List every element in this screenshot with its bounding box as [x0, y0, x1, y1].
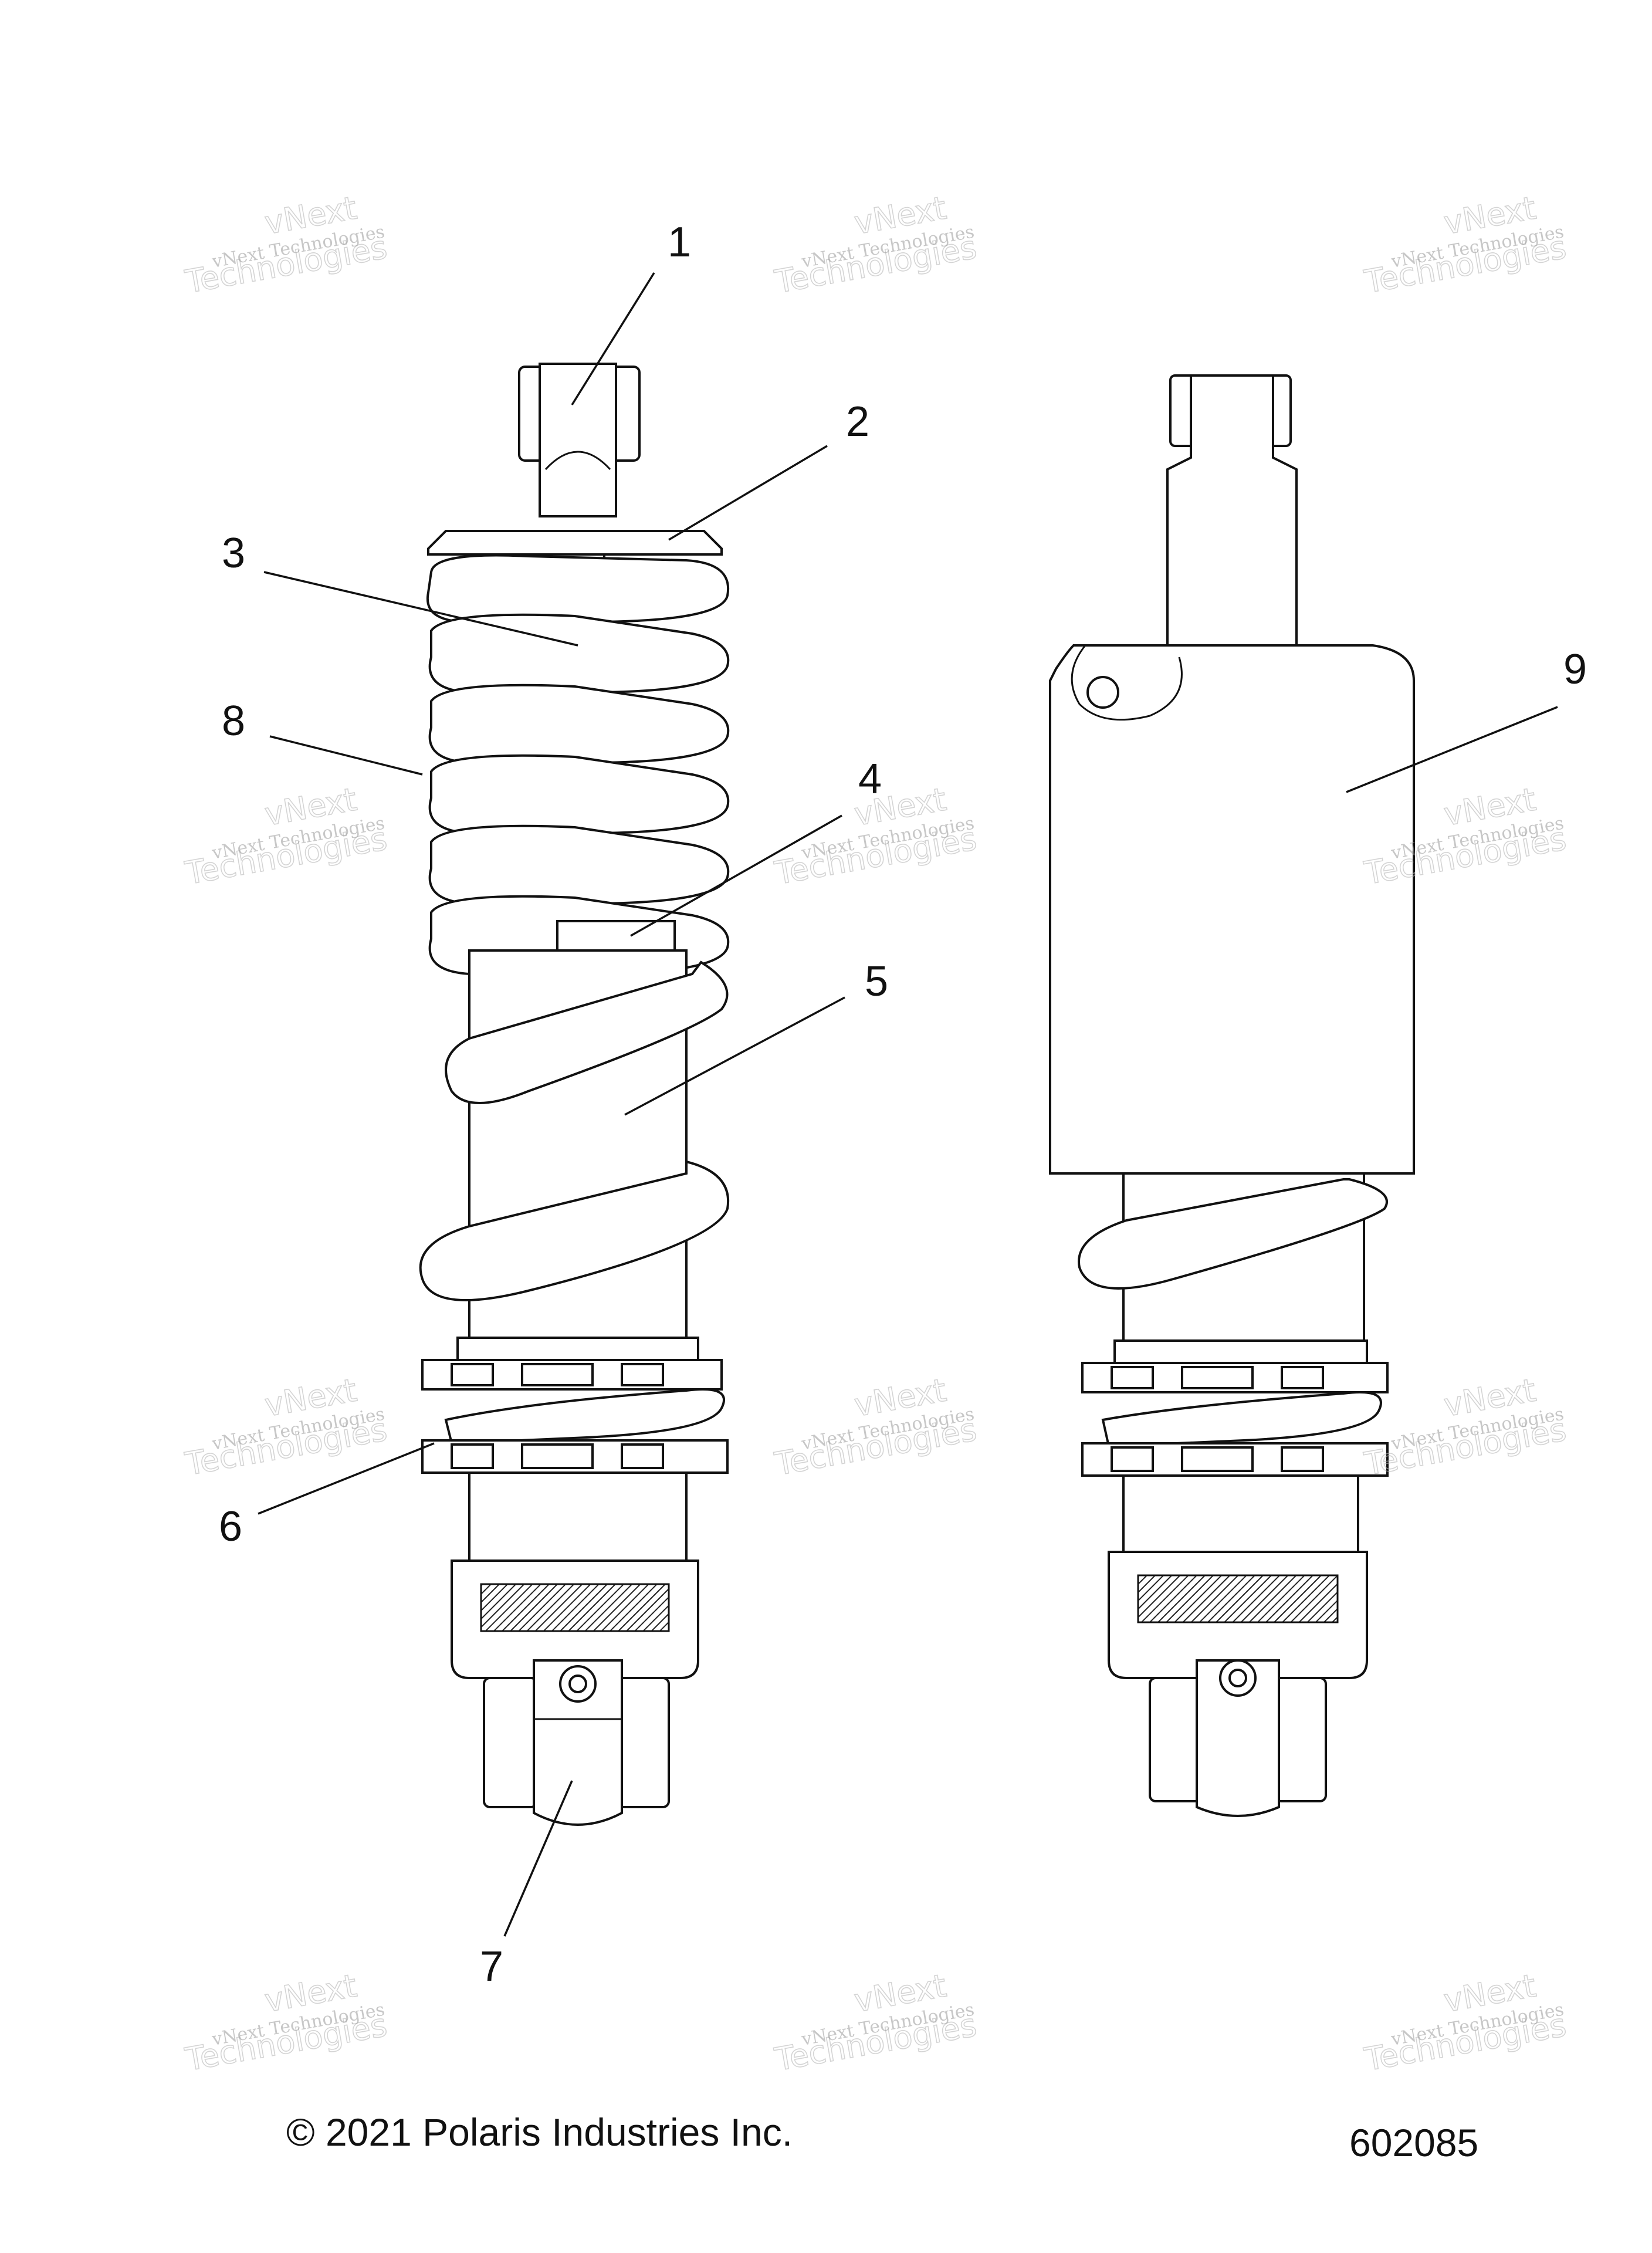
lower-body — [468, 1471, 688, 1568]
cover-top-cutout — [1071, 645, 1183, 721]
leader-lines — [258, 272, 1558, 1937]
bottom-clevis — [483, 1659, 670, 1826]
callout-9: 9 — [1563, 646, 1587, 693]
left-shock-assembly — [419, 363, 730, 1826]
spring-lower-coil-1 — [445, 960, 729, 1104]
callout-1: 1 — [668, 219, 691, 266]
callout-2: 2 — [846, 398, 869, 445]
callout-6: 6 — [219, 1503, 242, 1550]
callout-8: 8 — [222, 698, 245, 745]
top-spring-retainer — [427, 530, 723, 556]
callout-7: 7 — [480, 1943, 503, 1990]
right-shock-assembly — [1049, 374, 1415, 1817]
coil-spring — [426, 554, 730, 975]
shaft-collar — [556, 920, 676, 952]
shock-cover — [1049, 644, 1415, 1175]
top-eyelet — [518, 363, 641, 517]
copyright-text: © 2021 Polaris Industries Inc. — [286, 2110, 793, 2154]
damper-label-area — [480, 1583, 670, 1632]
callout-4: 4 — [858, 756, 882, 803]
callout-3: 3 — [222, 530, 245, 577]
figure-number: 602085 — [1349, 2121, 1479, 2164]
spring-lower-coil-2 — [419, 1160, 730, 1301]
spring-adjuster-rings — [421, 1337, 729, 1474]
callout-5: 5 — [865, 958, 888, 1005]
callouts: 1 2 3 4 5 6 7 8 9 — [219, 219, 1587, 1990]
